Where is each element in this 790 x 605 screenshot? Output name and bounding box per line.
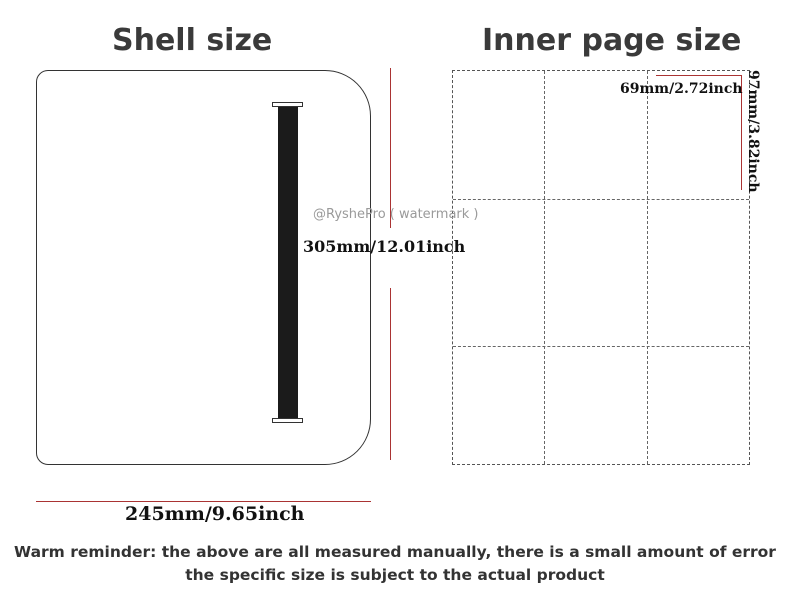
- reminder-note-line1: Warm reminder: the above are all measure…: [14, 543, 776, 561]
- shell-size-heading: Shell size: [112, 23, 273, 58]
- width-dimension-line: [36, 501, 371, 502]
- elastic-strap: [278, 106, 298, 422]
- inner-height-dimension-line: [741, 75, 742, 190]
- shell-width-label: 245mm/9.65inch: [125, 503, 305, 525]
- height-dimension-line-bottom: [390, 288, 391, 460]
- inner-page-size-heading: Inner page size: [482, 23, 742, 58]
- height-dimension-line-top: [390, 68, 391, 228]
- binder-shell-outline: [36, 70, 371, 465]
- watermark-text: @RyshePro ( watermark ): [313, 207, 479, 222]
- inner-width-dimension-line: [656, 75, 742, 76]
- grid-divider-horizontal: [453, 199, 749, 200]
- inner-height-label: 97mm/3.82inch: [745, 70, 761, 193]
- shell-height-label: 305mm/12.01inch: [303, 237, 466, 256]
- strap-top-cap: [272, 102, 303, 107]
- reminder-note-line2: the specific size is subject to the actu…: [185, 566, 605, 584]
- strap-bottom-cap: [272, 418, 303, 423]
- grid-divider-vertical: [544, 71, 545, 464]
- grid-divider-vertical: [647, 71, 648, 464]
- inner-width-label: 69mm/2.72inch: [620, 81, 743, 97]
- inner-page-grid: [452, 70, 750, 465]
- grid-divider-horizontal: [453, 346, 749, 347]
